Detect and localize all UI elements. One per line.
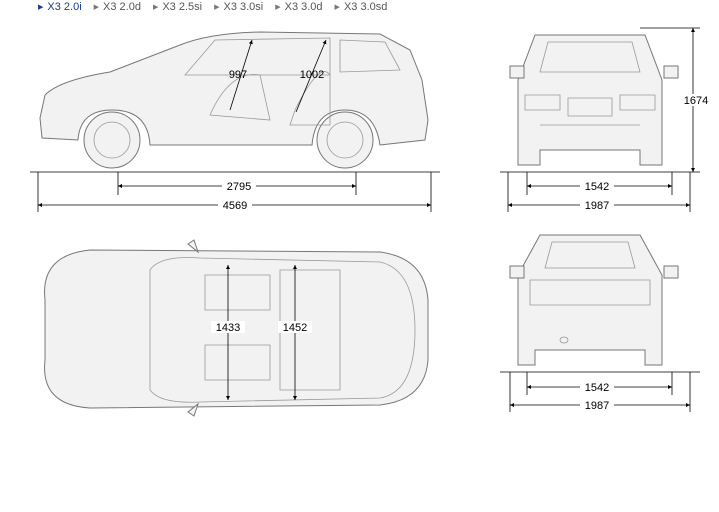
tab-x3-20i[interactable]: ▶X3 2.0i xyxy=(38,1,82,13)
front-headroom-label: 997 xyxy=(229,69,247,81)
arrow-right-icon: ▶ xyxy=(93,4,100,11)
rear-view-car xyxy=(509,234,679,366)
rear-headroom-label: 1002 xyxy=(300,69,324,81)
arrow-right-icon: ▶ xyxy=(334,4,340,11)
front-interior-width-label: 1433 xyxy=(216,322,240,334)
arrow-right-icon: ▶ xyxy=(275,4,281,11)
arrow-right-icon: ▶ xyxy=(152,4,159,11)
side-view-car xyxy=(39,31,429,169)
arrow-right-icon: ▶ xyxy=(214,4,220,11)
front-width-label: 1987 xyxy=(585,200,609,212)
arrow-right-icon: ▶ xyxy=(38,4,44,11)
front-track-label: 1542 xyxy=(585,181,609,193)
rear-track-label: 1542 xyxy=(585,382,609,394)
tab-x3-30d[interactable]: ▶X3 3.0d xyxy=(275,1,323,13)
tab-x3-30si[interactable]: ▶X3 3.0si xyxy=(214,1,264,13)
front-view-car xyxy=(509,34,679,166)
height-label: 1674 xyxy=(684,95,708,107)
tab-x3-30sd[interactable]: ▶X3 3.0sd xyxy=(334,1,388,13)
tab-x3-25si[interactable]: ▶X3 2.5si xyxy=(152,1,203,13)
rear-width-label: 1987 xyxy=(585,400,609,412)
length-label: 4569 xyxy=(223,200,247,212)
wheelbase-label: 2795 xyxy=(227,181,251,193)
rear-interior-width-label: 1452 xyxy=(283,322,307,334)
model-tabs: ▶X3 2.0i ▶X3 2.0d ▶X3 2.5si ▶X3 3.0si ▶X… xyxy=(38,0,387,14)
tab-x3-20d[interactable]: ▶X3 2.0d xyxy=(93,1,141,13)
